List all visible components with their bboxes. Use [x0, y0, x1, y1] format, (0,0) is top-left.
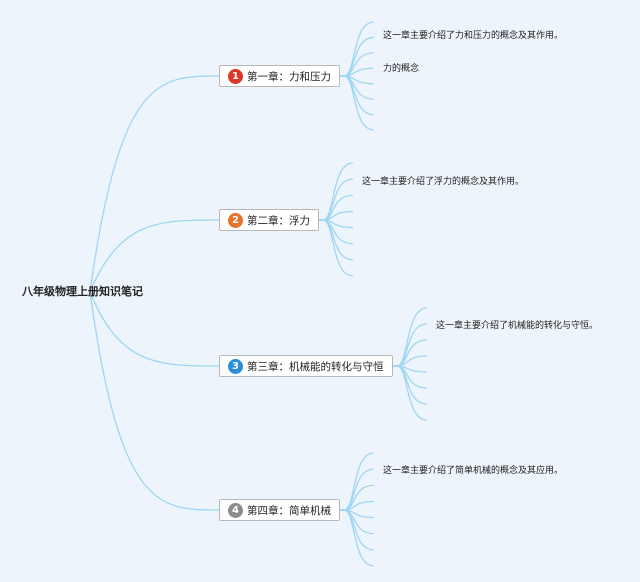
chapter-2-label: 第二章：浮力 — [247, 214, 310, 227]
chapter-2-subbranch-line — [319, 219, 354, 277]
chapter-4-subbranch-line — [340, 509, 375, 535]
chapter-1-note-1[interactable]: 这一章主要介绍了力和压力的概念及其作用。 — [383, 31, 564, 41]
chapter-1-subbranch-line — [340, 67, 375, 77]
chapter-3-label: 第三章：机械能的转化与守恒 — [247, 360, 384, 373]
chapter-1-subbranch-line — [340, 52, 375, 77]
chapter-4-badge: 4 — [228, 502, 243, 518]
chapter-2-subbranch-line — [319, 194, 354, 221]
chapter-4-subbranch-line — [340, 509, 375, 519]
chapter-1-note-2[interactable]: 力的概念 — [383, 64, 420, 74]
chapter-1-label: 第一章：力和压力 — [247, 70, 331, 83]
chapter-3-subbranch-line — [393, 339, 428, 367]
root-to-chapter-1-line — [89, 75, 220, 293]
chapter-4-subbranch-line — [340, 500, 375, 511]
chapter-3-node[interactable]: 3 第三章：机械能的转化与守恒 — [219, 355, 393, 377]
root-to-chapter-3-line — [89, 291, 220, 367]
chapter-3-subbranch-line — [393, 355, 428, 367]
root-to-chapter-2-line — [89, 219, 220, 293]
chapter-2-subbranch-line — [319, 210, 354, 221]
chapter-4-subbranch-line — [340, 509, 375, 567]
chapter-3-subbranch-line — [393, 365, 428, 373]
root-title: 八年级物理上册知识笔记 — [22, 285, 143, 298]
chapter-2-node[interactable]: 2 第二章：浮力 — [219, 209, 319, 231]
root-topic[interactable]: 八年级物理上册知识笔记 — [22, 283, 143, 299]
chapter-1-node[interactable]: 1 第一章：力和压力 — [219, 65, 340, 87]
chapter-1-subbranch-line — [340, 75, 375, 85]
chapter-3-subbranch-line — [393, 365, 428, 421]
chapter-1-subbranch-line — [340, 75, 375, 100]
chapter-1-badge: 1 — [228, 68, 243, 84]
chapter-2-subbranch-line — [319, 219, 354, 245]
chapter-2-subbranch-line — [319, 219, 354, 229]
chapter-4-subbranch-line — [340, 484, 375, 511]
chapter-3-subbranch-line — [393, 307, 428, 367]
chapter-4-node[interactable]: 4 第四章：简单机械 — [219, 499, 340, 521]
chapter-3-badge: 3 — [228, 358, 243, 374]
chapter-1-subbranch-line — [340, 75, 375, 131]
chapter-4-label: 第四章：简单机械 — [247, 504, 331, 517]
chapter-2-badge: 2 — [228, 212, 243, 228]
chapter-3-note-1[interactable]: 这一章主要介绍了机械能的转化与守恒。 — [436, 321, 599, 331]
root-to-chapter-4-line — [89, 291, 220, 511]
chapter-4-note-1[interactable]: 这一章主要介绍了简单机械的概念及其应用。 — [383, 466, 564, 476]
chapter-2-note-1[interactable]: 这一章主要介绍了浮力的概念及其作用。 — [362, 177, 525, 187]
